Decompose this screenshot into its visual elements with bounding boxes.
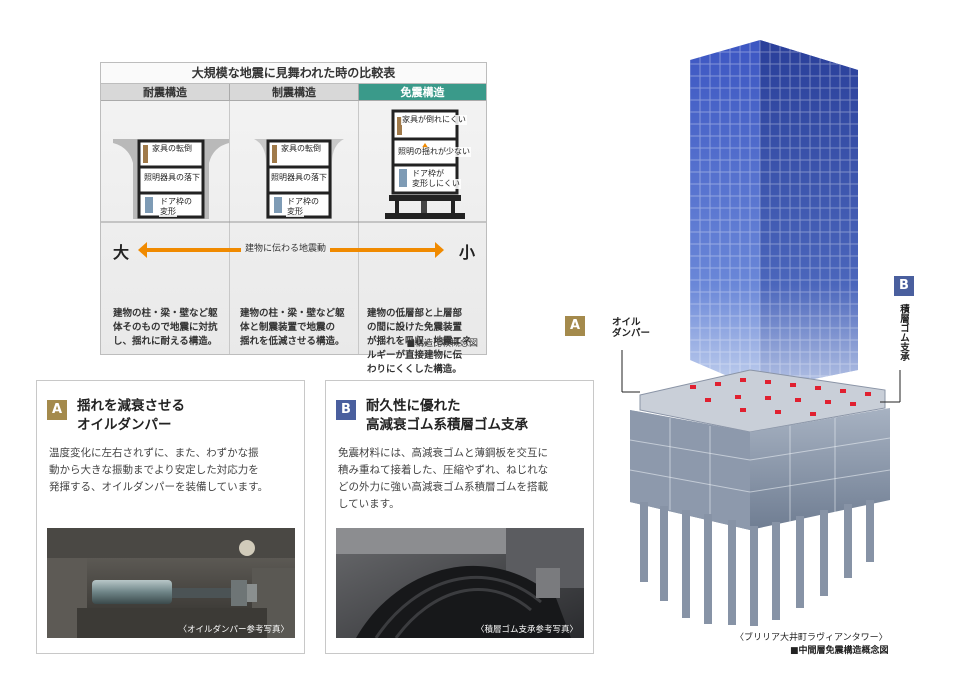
arrow-label: 建物に伝わる地震動: [241, 241, 331, 254]
badge-b: B: [336, 400, 356, 420]
column-menshin: 家具が倒れにくい 照明の揺れが少ない ドア枠が 変形しにくい 建物の低層部と上層…: [359, 101, 486, 375]
tag-door-1a: ドア枠の: [159, 197, 193, 207]
header-taishin: 耐震構造: [101, 84, 230, 101]
header-seishin: 制震構造: [230, 84, 359, 101]
comparison-panel: 大規模な地震に見舞われた時の比較表 耐震構造 制震構造 免震構造 家具の転倒 照…: [100, 62, 487, 375]
desc-seishin: 建物の柱・梁・壁など躯 体と制震装置で地震の 揺れを低減させる構造。: [240, 308, 345, 347]
column-taishin: 家具の転倒 照明器具の落下 ドア枠の 変形 建物の柱・梁・壁など躯 体そのもので…: [101, 101, 230, 354]
tag-lighting-2: 照明器具の落下: [270, 173, 328, 183]
tower-badge-b: B: [894, 276, 914, 296]
tower-caption-2: ■中間層免震構造概念図: [790, 646, 889, 656]
card-oil-damper: A 揺れを減衰させる オイルダンパー 温度変化に左右されずに、また、わずかな振 …: [36, 380, 305, 654]
tag-door-3b: 変形しにくい: [411, 179, 461, 189]
caption-rubber-bearing: 〈積層ゴム支承参考写真〉: [475, 625, 578, 635]
rubber-bearing-image: [336, 528, 584, 638]
rubber-bearing-photo: 〈積層ゴム支承参考写真〉: [336, 528, 584, 638]
tag-door-2a: ドア枠の: [286, 197, 320, 207]
bearing-markers: [690, 378, 871, 416]
label-small: 小: [459, 243, 476, 262]
comparison-title: 大規模な地震に見舞われた時の比較表: [101, 63, 486, 84]
tag-furniture-2: 家具の転倒: [280, 144, 322, 154]
label-large: 大: [113, 243, 130, 262]
desc-taishin: 建物の柱・梁・壁など躯 体そのもので地震に対抗 し、揺れに耐える構造。: [113, 308, 218, 347]
column-seishin: 家具の転倒 照明器具の落下 ドア枠の 変形 建物の柱・梁・壁など躯 体と制震装置…: [230, 101, 359, 354]
tag-furniture-3: 家具が倒れにくい: [401, 115, 467, 125]
caption-oil-damper: 〈オイルダンパー参考写真〉: [178, 625, 289, 635]
badge-a: A: [47, 400, 67, 420]
tower-label-oil-damper: オイル ダンパー: [612, 317, 651, 339]
desc-menshin: 建物の低層部と上層部 の間に設けた免震装置 が揺れを吸収。地震エネ ルギーが直接…: [367, 308, 472, 375]
card-b-title: 耐久性に優れた 高減衰ゴム系積層ゴム支承: [366, 398, 528, 433]
oil-damper-photo: 〈オイルダンパー参考写真〉: [47, 528, 295, 638]
tag-furniture-1: 家具の転倒: [151, 144, 193, 154]
tower-caption: 〈ブリリア大井町ラヴィアンタワー〉: [735, 633, 888, 643]
card-b-description: 免震材料には、高減衰ゴムと薄鋼板を交互に 積み重ねて接着した、圧縮やずれ、ねじれ…: [338, 447, 549, 510]
comparison-footnote: ■構造比較概念図: [406, 339, 478, 349]
card-a-description: 温度変化に左右されずに、また、わずかな振 動から大きな振動までより安定した対応力…: [49, 447, 269, 493]
card-rubber-bearing: B 耐久性に優れた 高減衰ゴム系積層ゴム支承 免震材料には、高減衰ゴムと薄鋼板を…: [325, 380, 594, 654]
tag-door-2b: 変形: [286, 207, 304, 217]
oil-damper-image: [47, 528, 295, 638]
tag-door-3a: ドア枠が: [411, 169, 445, 179]
tag-lighting-3: 照明の揺れが少ない: [397, 147, 471, 157]
tag-door-1b: 変形: [159, 207, 177, 217]
tower-label-rubber-bearing: 積層ゴム支承: [898, 304, 909, 361]
tag-lighting-1: 照明器具の落下: [143, 173, 201, 183]
tower-badge-a: A: [565, 316, 585, 336]
tower-illustration: [621, 40, 901, 626]
card-a-title: 揺れを減衰させる オイルダンパー: [77, 398, 185, 433]
header-menshin: 免震構造: [359, 84, 486, 101]
